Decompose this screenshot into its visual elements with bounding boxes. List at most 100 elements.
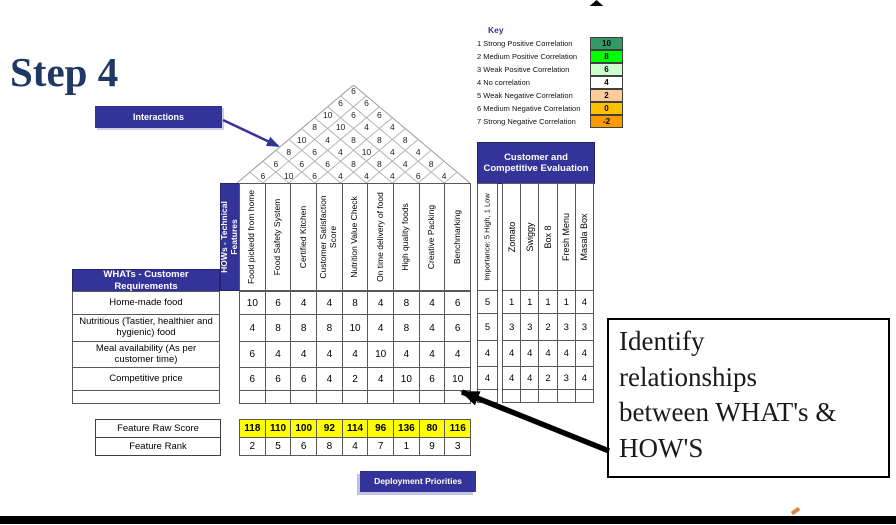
matrix-cell: 8 <box>393 314 420 342</box>
rank-cell: 4 <box>341 437 369 456</box>
matrix-cell: 4 <box>290 291 318 315</box>
competitor-score-cell: 1 <box>538 290 558 314</box>
key-row-swatch: 2 <box>590 88 623 102</box>
matrix-cell: 4 <box>316 367 343 391</box>
roof-correlation-value: 6 <box>338 97 343 108</box>
matrix-cell <box>239 390 266 404</box>
matrix-cell: 4 <box>316 291 343 315</box>
roof-correlation-value: 10 <box>335 122 346 133</box>
tech-feature-header: High quality foods <box>393 183 420 291</box>
roof-correlation-value: 6 <box>364 97 369 108</box>
key-row-label: 6 Medium Negative Correlation <box>477 104 581 113</box>
hows-header-label: HOWs - Technical Features <box>219 201 239 273</box>
key-row: 2 Medium Positive Correlation 8 <box>477 49 627 63</box>
rank-cell: 2 <box>239 437 266 456</box>
bottom-bar <box>0 516 896 524</box>
annotation-line: HOW'S <box>619 432 704 463</box>
matrix-cell: 10 <box>444 367 472 391</box>
competitor-score-cell: 4 <box>520 340 540 367</box>
competitor-score-cell: 3 <box>556 366 576 390</box>
key-row-label: 1 Strong Positive Correlation <box>477 39 573 48</box>
key-row-swatch: 8 <box>590 49 623 63</box>
importance-label: Importance: 5 High, 1 Low <box>482 193 492 281</box>
deployment-priorities-label: Deployment Priorities <box>360 471 476 492</box>
annotation-line: between WHAT's & <box>619 397 837 428</box>
tech-feature-label: Customer Satisfaction Score <box>318 195 339 279</box>
roof-correlation-value: 6 <box>299 159 305 170</box>
roof-correlation-value: 4 <box>389 122 395 133</box>
roof-correlation-value: 8 <box>351 159 356 170</box>
rank-cell: 8 <box>316 437 343 456</box>
customer-requirement: Meal availability (As per customer time) <box>72 341 220 368</box>
matrix-cell: 6 <box>264 367 292 391</box>
importance-value: 4 <box>477 366 498 390</box>
rank-cell: 5 <box>264 437 292 456</box>
tech-feature-headers: Food pickedd from home Food Safety Syste… <box>239 183 472 291</box>
competitor-score-cell: 4 <box>574 340 595 367</box>
tech-feature-label: On time delivery of food <box>374 192 385 282</box>
competitor-score-cell: 4 <box>502 366 522 390</box>
competitor-score-cell: 1 <box>502 290 522 314</box>
competitor-header: Box 8 <box>538 183 558 291</box>
matrix-cell: 8 <box>393 291 420 315</box>
roof-correlation-value: 8 <box>428 159 434 170</box>
key-row: 1 Strong Positive Correlation 10 <box>477 36 627 50</box>
matrix-cell: 10 <box>393 367 420 391</box>
matrix-cell: 6 <box>444 291 472 315</box>
tech-feature-label: Benchmarking <box>451 209 462 265</box>
tech-feature-label: Nutrition Value Check <box>349 196 360 278</box>
matrix-cell <box>316 390 343 404</box>
competitor-headers: Zomato Swiggy Box 8 Fresh Menu Masala Bo… <box>502 183 595 291</box>
matrix-cell: 4 <box>290 341 318 368</box>
score-label-box: Feature Raw Score Feature Rank <box>95 419 221 456</box>
matrix-cell <box>341 390 369 404</box>
tech-feature-label: Food pickedd from home <box>246 189 257 285</box>
roof-correlation-value: 4 <box>325 134 330 145</box>
tech-feature-header: Nutrition Value Check <box>341 183 369 291</box>
matrix-cell <box>290 390 318 404</box>
competitor-score-cell: 3 <box>574 313 595 341</box>
tech-feature-label: Certified Kitchen <box>297 205 308 269</box>
roof-correlation-value: 8 <box>351 134 356 145</box>
key-row-swatch: -2 <box>590 114 623 128</box>
competitor-header: Fresh Menu <box>556 183 576 291</box>
roof-correlation-value: 4 <box>402 159 408 170</box>
roof-correlation-value: 4 <box>338 146 343 157</box>
customer-requirement: Competitive price <box>72 367 220 391</box>
rank-cell: 7 <box>367 437 395 456</box>
tech-feature-header: Customer Satisfaction Score <box>316 183 343 291</box>
matrix-cell: 10 <box>239 291 266 315</box>
matrix-cell: 8 <box>264 314 292 342</box>
competitor-score-cell: 4 <box>574 366 595 390</box>
feature-raw-score-label: Feature Raw Score <box>95 419 221 438</box>
competitor-header: Zomato <box>502 183 522 291</box>
roof-lattice <box>237 85 470 183</box>
roof-correlation-value: 4 <box>441 171 447 182</box>
roof-correlation-value: 4 <box>364 171 369 182</box>
competitor-label: Swiggy <box>524 222 535 252</box>
matrix-cell: 6 <box>418 367 446 391</box>
matrix-cell: 6 <box>444 314 472 342</box>
competitor-score-cell: 1 <box>556 290 576 314</box>
competitor-label: Masala Box <box>579 213 590 261</box>
roof-correlation-value: 8 <box>377 159 382 170</box>
rank-cell: 1 <box>393 437 420 456</box>
matrix-cell: 4 <box>418 341 446 368</box>
key-row-swatch: 4 <box>590 75 623 89</box>
competitor-score-cell: 4 <box>574 290 595 314</box>
roof-correlation-value: 6 <box>312 146 318 157</box>
matrix-cell: 4 <box>367 367 395 391</box>
importance-value: 4 <box>477 340 498 367</box>
roof-correlation-value: 10 <box>284 171 294 182</box>
matrix-cell: 8 <box>341 291 369 315</box>
raw-score-cell: 116 <box>444 419 472 438</box>
importance-column: Importance: 5 High, 1 Low 5 5 4 4 <box>477 183 498 403</box>
evaluation-header: Customer and Competitive Evaluation <box>477 142 595 184</box>
competitor-score-cell <box>556 389 576 403</box>
